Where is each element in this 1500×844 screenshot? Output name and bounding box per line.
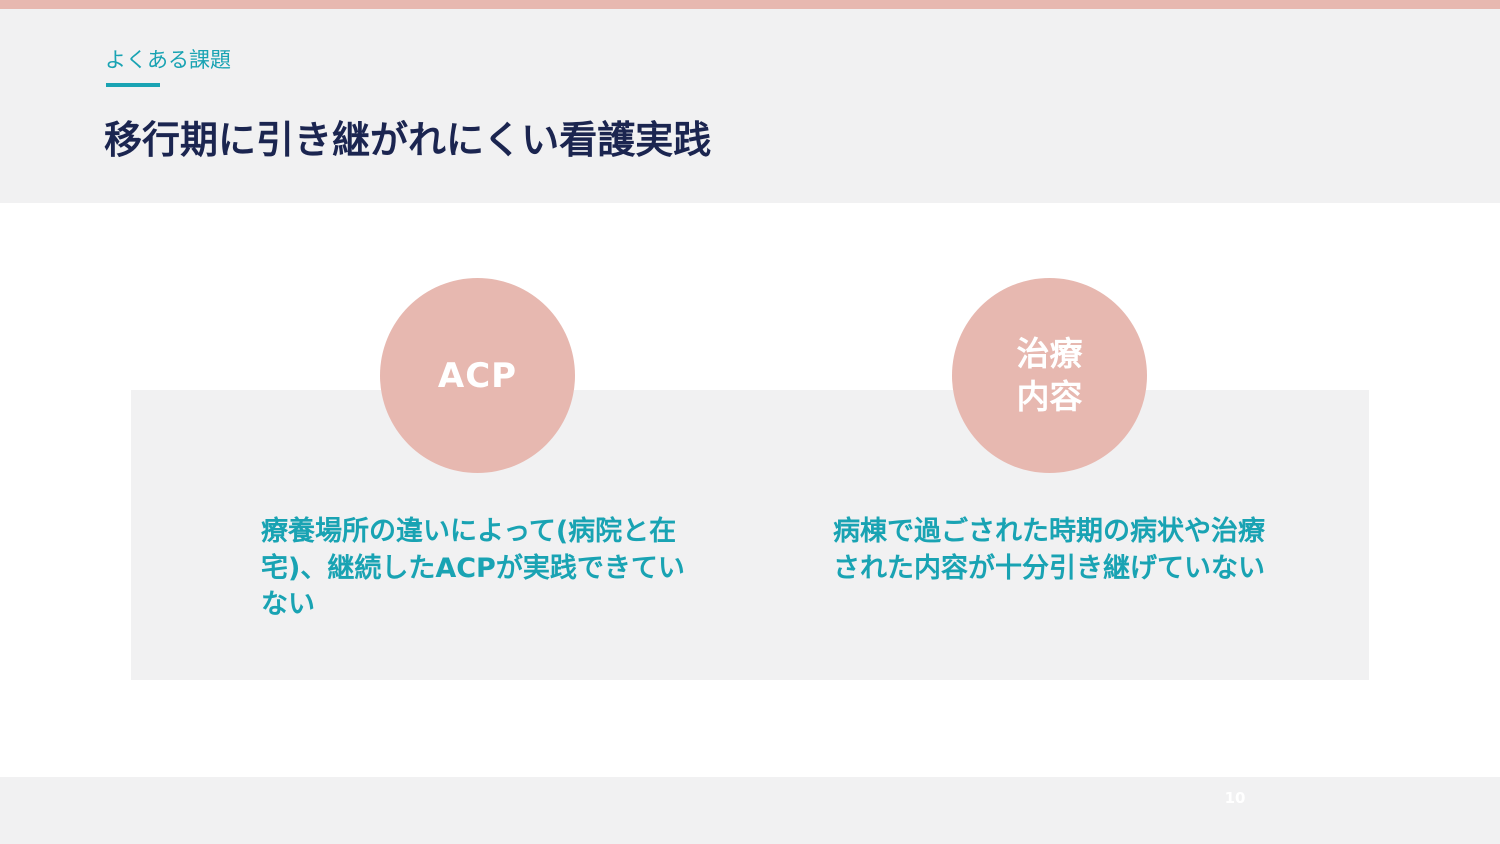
acp-description: 療養場所の違いによって(病院と在宅)、継続したACPが実践できていない — [261, 516, 685, 621]
acp-circle: ACP — [380, 278, 575, 473]
slide-header — [0, 9, 1500, 203]
content-panel — [131, 390, 1369, 680]
slide-footer — [0, 777, 1500, 844]
treatment-circle: 治療内容 — [952, 278, 1147, 473]
section-label-underline — [106, 83, 160, 87]
treatment-circle-label: 治療内容 — [1016, 333, 1083, 416]
top-accent-bar — [0, 0, 1500, 9]
section-label: よくある課題 — [105, 48, 231, 72]
acp-circle-label: ACP — [437, 355, 518, 396]
slide-title: 移行期に引き継がれにくい看護実践 — [104, 118, 712, 162]
page-number: 10 — [1224, 789, 1246, 807]
treatment-description: 病棟で過ごされた時期の病状や治療された内容が十分引き継げていない — [833, 516, 1265, 584]
